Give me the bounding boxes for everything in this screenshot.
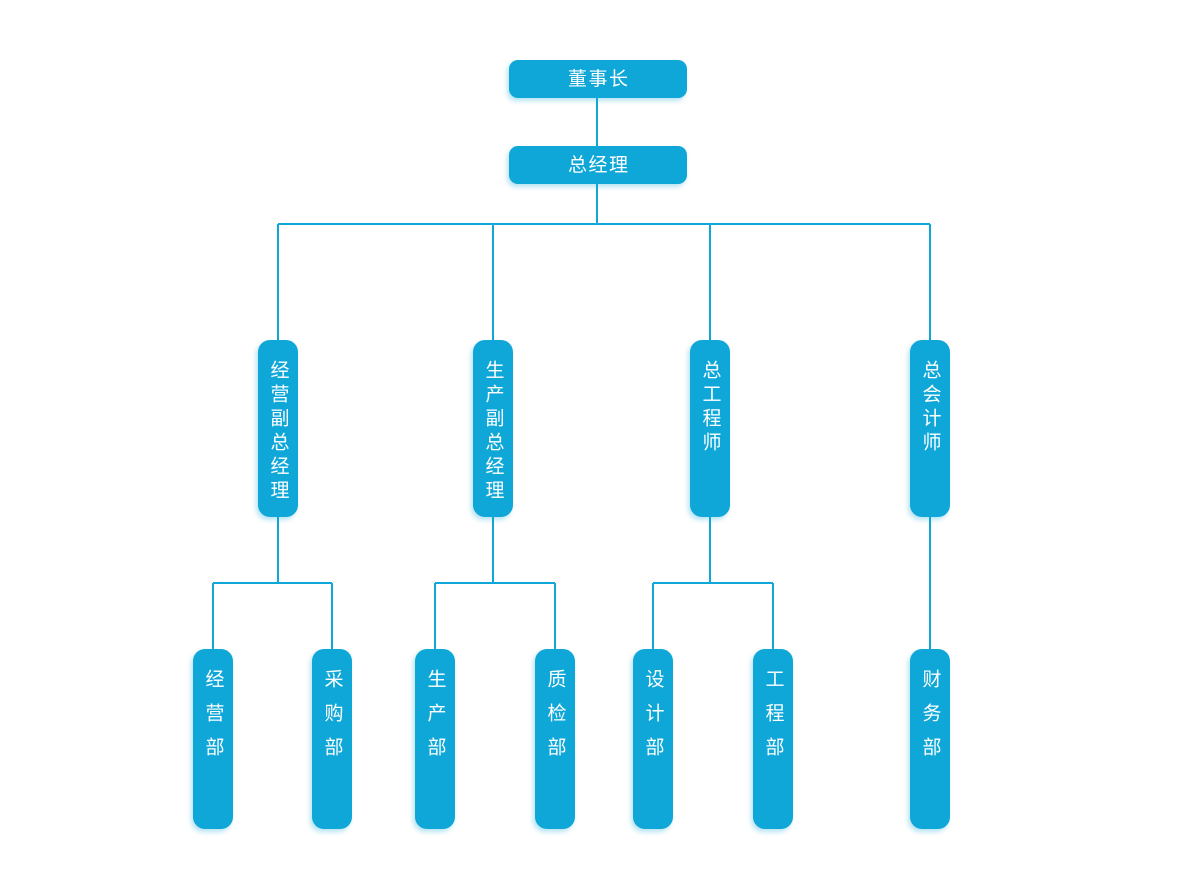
connector-drop-dept-quality <box>554 583 556 649</box>
node-dept-design-label: 设计部 <box>642 669 664 771</box>
connector-vp-business-down <box>277 517 279 583</box>
connector-drop-dept-business <box>212 583 214 649</box>
connector-vp-production-down <box>492 517 494 583</box>
connector-drop-vp-production <box>492 224 494 340</box>
node-vp-production: 生产副总经理 <box>473 340 513 517</box>
node-general-manager: 总经理 <box>509 146 687 184</box>
node-dept-purchasing: 采购部 <box>312 649 352 829</box>
node-dept-business: 经营部 <box>193 649 233 829</box>
connector-drop-chief-engineer <box>709 224 711 340</box>
node-dept-engineering: 工程部 <box>753 649 793 829</box>
node-chief-engineer: 总工程师 <box>690 340 730 517</box>
node-dept-quality-label: 质检部 <box>544 669 566 771</box>
node-dept-finance-label: 财务部 <box>919 669 941 771</box>
connector-chief-engineer-down <box>709 517 711 583</box>
node-dept-business-label: 经营部 <box>202 669 224 771</box>
node-dept-quality: 质检部 <box>535 649 575 829</box>
node-dept-design: 设计部 <box>633 649 673 829</box>
connector-main-rail <box>278 223 930 225</box>
node-chief-accountant-label: 总会计师 <box>919 360 941 456</box>
node-chief-accountant: 总会计师 <box>910 340 950 517</box>
node-dept-finance: 财务部 <box>910 649 950 829</box>
connector-drop-dept-design <box>652 583 654 649</box>
connector-drop-dept-production <box>434 583 436 649</box>
connector-drop-dept-engineering <box>772 583 774 649</box>
node-general-manager-label: 总经理 <box>567 154 630 176</box>
node-vp-business-label: 经营副总经理 <box>267 360 289 504</box>
connector-rail-production <box>435 582 555 584</box>
node-dept-purchasing-label: 采购部 <box>321 669 343 771</box>
node-chairman-label: 董事长 <box>567 68 630 90</box>
node-chairman: 董事长 <box>509 60 687 98</box>
connector-gm-trunk <box>596 184 598 224</box>
node-dept-engineering-label: 工程部 <box>762 669 784 771</box>
connector-drop-vp-business <box>277 224 279 340</box>
connector-rail-business <box>213 582 332 584</box>
node-vp-production-label: 生产副总经理 <box>482 360 504 504</box>
connector-chief-accountant-down <box>929 517 931 649</box>
connector-chairman-gm <box>596 98 598 146</box>
node-dept-production-label: 生产部 <box>424 669 446 771</box>
node-chief-engineer-label: 总工程师 <box>699 360 721 456</box>
node-vp-business: 经营副总经理 <box>258 340 298 517</box>
node-dept-production: 生产部 <box>415 649 455 829</box>
connector-drop-chief-accountant <box>929 224 931 340</box>
connector-drop-dept-purchasing <box>331 583 333 649</box>
connector-rail-engineering <box>653 582 773 584</box>
